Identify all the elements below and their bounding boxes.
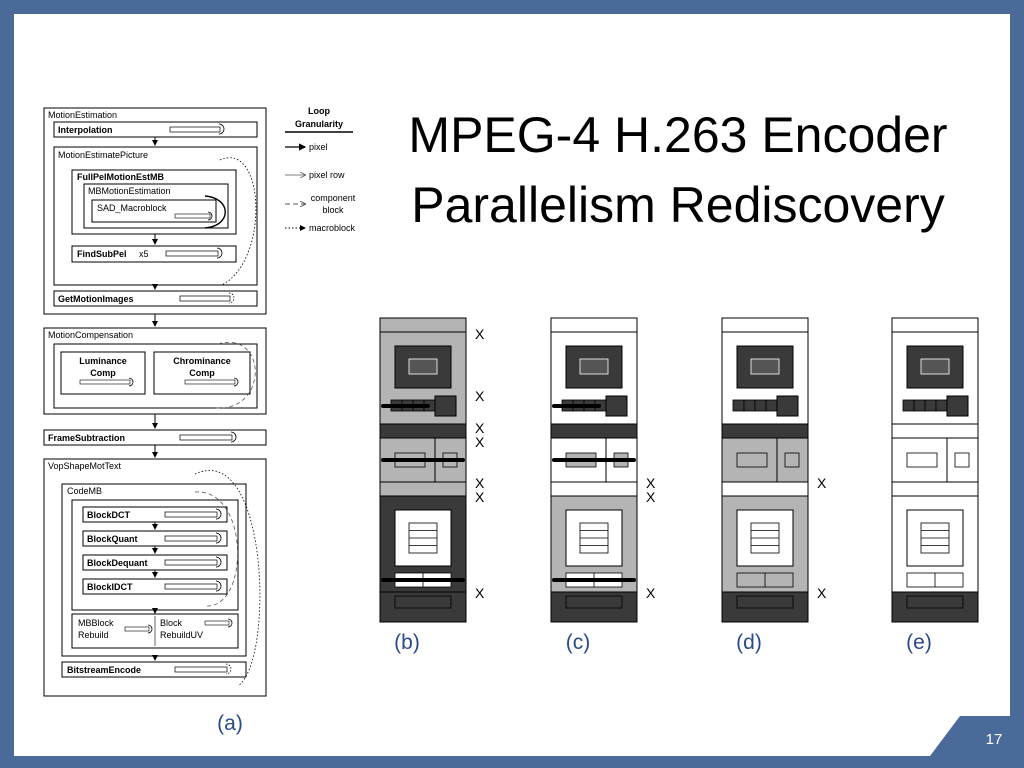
band-top	[721, 317, 809, 333]
variant-caption: (c)	[566, 631, 591, 654]
label-chrominance-line2: Comp	[189, 368, 215, 378]
band-frame-step	[550, 423, 638, 439]
label-luminance-line1: Luminance	[79, 356, 127, 366]
label-motion-estimate-picture: MotionEstimatePicture	[58, 150, 148, 160]
label-luminance-line2: Comp	[90, 368, 116, 378]
page-number-tab	[930, 716, 1010, 756]
conflict-x-mark: X	[646, 475, 656, 491]
legend-item-component: component	[311, 193, 356, 203]
slide-title-line2: Parallelism Rediscovery	[411, 177, 945, 233]
band-subtraction	[550, 481, 638, 497]
band-top	[550, 317, 638, 333]
label-code-mb: CodeMB	[67, 486, 102, 496]
variant-column: XXX(c)	[550, 317, 656, 654]
variant-column: (e)	[891, 317, 979, 654]
band-frame-step	[891, 423, 979, 439]
label-find-sub-pel-x5: x5	[139, 249, 149, 259]
label-block-quant: BlockQuant	[87, 534, 138, 544]
conflict-x-mark: X	[817, 585, 827, 601]
conflict-x-mark: X	[475, 388, 485, 404]
conflict-x-mark: X	[646, 489, 656, 505]
label-frame-subtraction: FrameSubtraction	[48, 433, 125, 443]
legend-item-pixel: pixel	[309, 142, 328, 152]
conflict-x-mark: X	[475, 434, 485, 450]
block-full-pel	[394, 345, 452, 389]
block-find-sub-pel	[946, 395, 969, 417]
legend-item-block: block	[322, 205, 344, 215]
label-motion-compensation: MotionCompensation	[48, 330, 133, 340]
conflict-x-mark: X	[475, 585, 485, 601]
band-frame-step	[721, 423, 809, 439]
label-interpolation: Interpolation	[58, 125, 113, 135]
band-subtraction	[721, 481, 809, 497]
slide-title-line1: MPEG-4 H.263 Encoder	[408, 107, 947, 163]
label-sad-macroblock: SAD_Macroblock	[97, 203, 167, 213]
caption-a: (a)	[217, 712, 243, 735]
legend-title-line1: Loop	[308, 106, 330, 116]
conflict-x-mark: X	[475, 326, 485, 342]
label-block-rebuild-uv-line1: Block	[160, 618, 183, 628]
page-number: 17	[986, 731, 1003, 748]
legend-item-pixel-row: pixel row	[309, 170, 345, 180]
diagram-a-call-tree: MotionEstimation Interpolation MotionEst…	[43, 107, 267, 697]
variant-caption: (d)	[736, 631, 762, 654]
label-vop-shape-mot-text: VopShapeMotText	[48, 461, 122, 471]
band-top	[379, 317, 467, 333]
block-find-sub-pel	[605, 395, 628, 417]
block-find-sub-pel	[434, 395, 457, 417]
conflict-x-mark: X	[475, 489, 485, 505]
band-subtraction	[891, 481, 979, 497]
band-top	[891, 317, 979, 333]
label-bitstream-encode: BitstreamEncode	[67, 665, 141, 675]
conflict-x-mark: X	[817, 475, 827, 491]
label-mb-block-line2: Rebuild	[78, 630, 109, 640]
legend-title-line2: Granularity	[295, 119, 343, 129]
label-block-rebuild-uv-line2: RebuildUV	[160, 630, 203, 640]
label-mb-motion-estimation: MBMotionEstimation	[88, 186, 171, 196]
variant-caption: (e)	[906, 631, 932, 654]
legend-item-macroblock: macroblock	[309, 223, 356, 233]
block-find-sub-pel	[776, 395, 799, 417]
variant-caption: (b)	[394, 631, 420, 654]
label-get-motion-images: GetMotionImages	[58, 294, 134, 304]
conflict-x-mark: X	[475, 475, 485, 491]
conflict-x-mark: X	[646, 585, 656, 601]
label-mb-block-line1: MBBlock	[78, 618, 114, 628]
label-block-dct: BlockDCT	[87, 510, 131, 520]
band-subtraction	[379, 481, 467, 497]
label-chrominance-line1: Chrominance	[173, 356, 231, 366]
variant-column: X X (d)	[721, 317, 827, 654]
loop-granularity-legend: Loop Granularity pixel pixel row compone…	[285, 106, 356, 233]
conflict-x-mark: X	[475, 420, 485, 436]
label-block-idct: BlockIDCT	[87, 582, 133, 592]
label-find-sub-pel: FindSubPel	[77, 249, 127, 259]
label-block-dequant: BlockDequant	[87, 558, 148, 568]
band-frame-step	[379, 423, 467, 439]
label-full-pel-motion-est-mb: FullPelMotionEstMB	[77, 172, 164, 182]
label-motion-estimation: MotionEstimation	[48, 110, 117, 120]
